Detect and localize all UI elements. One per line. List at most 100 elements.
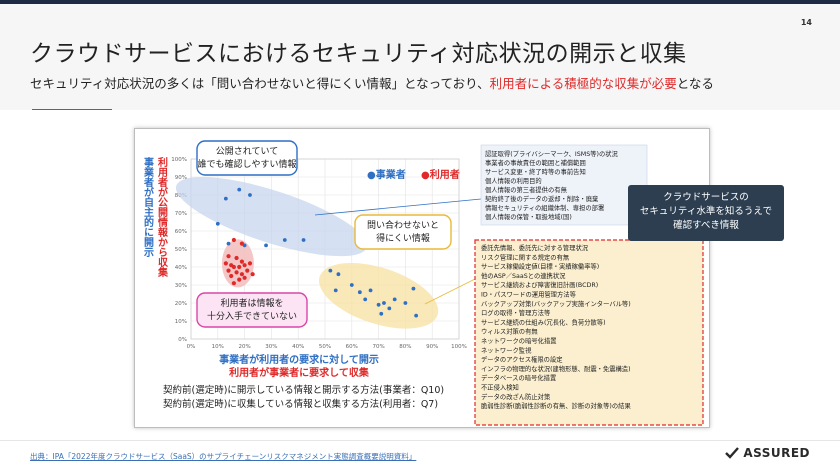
plot-area: 0%10%20%30%40%50%60%70%80%90%100%0%10%20… [171, 157, 467, 350]
inquiry-info-item: 脆弱性診断(脆弱性診断の有無、診断の対象等)の結果 [481, 401, 631, 410]
title-divider [32, 109, 112, 110]
inquiry-callout-line-1: 問い合わせないと [367, 219, 439, 231]
y-tick-label: 40% [175, 265, 187, 271]
user-point [239, 272, 245, 277]
user-point [242, 263, 247, 268]
provider-point [382, 301, 386, 305]
callout-line-2: セキュリティ水準を知るうえで [639, 206, 773, 217]
y-tick-label: 0% [178, 337, 187, 343]
inquiry-info-box [474, 239, 704, 426]
source-link[interactable]: 出典：IPA「2022年度クラウドサービス（SaaS）のサプライチェーンリスクマ… [30, 452, 417, 461]
user-point [239, 259, 245, 264]
user-callout-box [196, 292, 308, 328]
public-info-list: 認証取得(プライバシーマーク、ISMS等)の状況事業者の事故責任の範囲と補償範囲… [480, 144, 648, 226]
x-tick-label: 40% [292, 344, 304, 350]
inquiry-info-item: ネットワークの暗号化措置 [481, 336, 557, 345]
user-point [234, 270, 239, 275]
top-bar [0, 0, 840, 4]
inquiry-callout-line-2: 得にくい情報 [376, 232, 430, 244]
user-point [231, 281, 236, 286]
inquiry-info-item: データの改ざん防止対策 [481, 392, 551, 401]
x-tick-label: 10% [212, 344, 224, 350]
public-info-item: 情報セキュリティの組織体制、専担の部署 [485, 203, 604, 212]
provider-point [248, 193, 252, 197]
note-provider: 契約前(選定時)に開示している情報と開示する方法(事業者：Q10) [163, 384, 444, 396]
y-axis-label-user: 利用者が公開情報から収集 [156, 156, 169, 278]
public-info-item: サービス変更・終了時等の事前告知 [485, 167, 586, 176]
public-callout-box [196, 140, 298, 176]
page-subtitle: セキュリティ対応状況の多くは「問い合わせないと得にくい情報」となっており、利用者… [30, 73, 714, 92]
plot-frame [190, 158, 460, 340]
inquiry-info-list: 委託先情報、委託先に対する管理状況リスク管理に関する規定の有無サービス稼働設定値… [481, 243, 631, 410]
annotations: 公開されていて誰でも確認しやすい情報問い合わせないと得にくい情報利用者は情報を十… [196, 140, 482, 328]
public-callout-line-1: 公開されていて [216, 146, 278, 157]
user-point [234, 255, 239, 261]
page-title: クラウドサービスにおけるセキュリティ対応状況の開示と収集 [30, 41, 687, 67]
y-tick-label: 20% [175, 301, 187, 307]
public-info-item: 事業者の事故責任の範囲と補償範囲 [485, 158, 586, 167]
footer [0, 440, 840, 475]
security-info-callout: クラウドサービスの セキュリティ水準を知るうえで 確認すべき情報 [628, 185, 784, 241]
provider-point [357, 290, 362, 295]
provider-point [349, 283, 354, 287]
user-point [226, 268, 231, 273]
x-tick-label: 100% [451, 344, 467, 350]
subtitle-end: となる [676, 76, 714, 91]
user-point [242, 275, 247, 280]
x-axis-label-provider: 事業者が利用者の要求に対して開示 [219, 353, 379, 366]
callout-line-1: クラウドサービスの [663, 192, 749, 203]
provider-point [226, 241, 231, 246]
inquiry-connector [424, 278, 476, 305]
provider-point [403, 301, 408, 305]
provider-point [215, 221, 220, 226]
provider-point [336, 272, 341, 277]
provider-point [328, 268, 333, 273]
legend-provider: ●事業者 [367, 168, 406, 181]
inquiry-info-item: インフラの物理的な状況(建物形態、耐震・免震構造) [481, 364, 631, 373]
x-tick-label: 20% [238, 344, 250, 350]
y-tick-label: 10% [175, 319, 187, 325]
x-tick-label: 80% [399, 344, 411, 350]
x-tick-label: 50% [319, 344, 331, 350]
inquiry-info-item: サービス稼働設定値(目標・実績稼働率等) [481, 262, 599, 271]
user-point [250, 272, 255, 277]
legend-user: ●利用者 [421, 168, 460, 181]
subtitle-highlight: 利用者による積極的な収集が必要 [489, 76, 677, 91]
page-number: 14 [800, 18, 812, 27]
user-callout-line-2: 十分入手できていない [207, 310, 297, 322]
y-axis-label-provider: 事業者が自主的に開示 [142, 156, 155, 258]
provider-point [301, 238, 306, 242]
scatter-chart: 事業者が自主的に開示 利用者が公開情報から収集 0% 10% 20% 30% 40% 50… [142, 140, 704, 426]
logo-text: ASSURED [743, 446, 810, 460]
y-tick-label: 50% [175, 247, 187, 253]
inquiry-info-item: 不正侵入検知 [481, 383, 519, 392]
inquiry-info-item: データベースの暗号化措置 [481, 373, 556, 382]
user-point [237, 264, 242, 270]
provider-point [368, 288, 373, 293]
y-tick-label: 60% [175, 229, 187, 235]
y-tick-label: 100% [171, 157, 187, 163]
inquiry-callout-box [354, 214, 452, 250]
callout-line-3: 確認すべき情報 [673, 220, 739, 231]
check-icon [725, 447, 740, 459]
inquiry-info-item: サービス継続および障害復旧計画(BCDR) [481, 280, 598, 289]
inquiry-info-item: ネットワーク監視 [481, 345, 532, 354]
x-tick-label: 30% [265, 344, 277, 350]
inquiry-info-item: ログの取得・管理方法等 [481, 308, 551, 317]
inquiry-info-item: サービス継続の仕組み(冗長化、負荷分散等) [481, 317, 606, 326]
inquiry-info-item: バックアップ対策(バックアップ実施インターバル等) [481, 299, 631, 308]
user-point [245, 268, 250, 273]
inquiry-info-item: ウィルス対策の有無 [481, 327, 538, 336]
provider-point [387, 306, 392, 311]
provider-point [282, 238, 287, 242]
public-info-box [480, 144, 648, 226]
user-point [223, 261, 228, 266]
user-point [231, 237, 236, 243]
provider-point [411, 286, 416, 291]
public-info-item: 契約終了後のデータの返却・削除・廃棄 [485, 194, 599, 203]
note-user: 契約前(選定時)に収集している情報と収集する方法(利用者：Q7) [163, 398, 438, 410]
provider-point [223, 196, 228, 201]
x-tick-label: 90% [426, 344, 438, 350]
provider-point [392, 297, 397, 302]
public-info-item: 個人情報の保管・取扱地域(国) [485, 212, 572, 221]
